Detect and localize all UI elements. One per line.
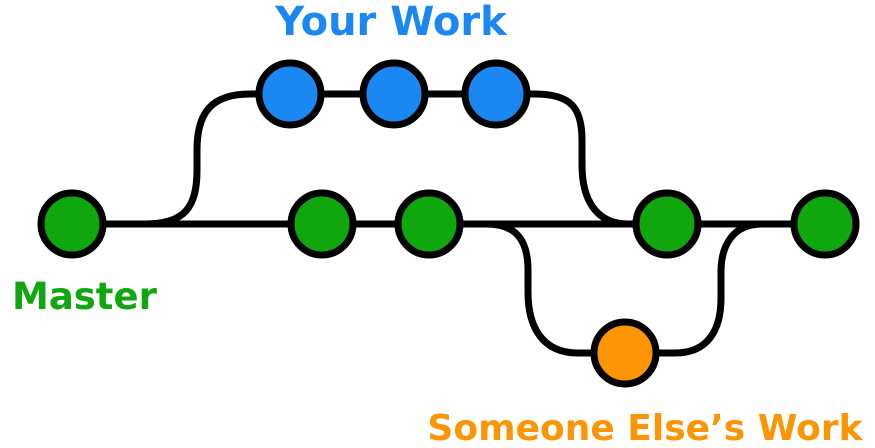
nodes-layer [37, 59, 860, 388]
commit-someone-else-1 [590, 318, 660, 388]
label-your-work: Your Work [274, 0, 508, 45]
commit-your-work-2 [359, 59, 429, 129]
commit-master-1 [37, 189, 107, 259]
commit-your-work-1 [255, 59, 325, 129]
commit-master-4 [632, 189, 702, 259]
commit-master-3 [394, 189, 464, 259]
someone-else-branch-path [482, 220, 766, 357]
label-someone-elses-work: Someone Else’s Work [427, 408, 863, 448]
commit-master-2 [287, 189, 357, 259]
commit-master-5 [790, 189, 860, 259]
commit-your-work-3 [461, 59, 531, 129]
label-master: Master [12, 275, 158, 318]
